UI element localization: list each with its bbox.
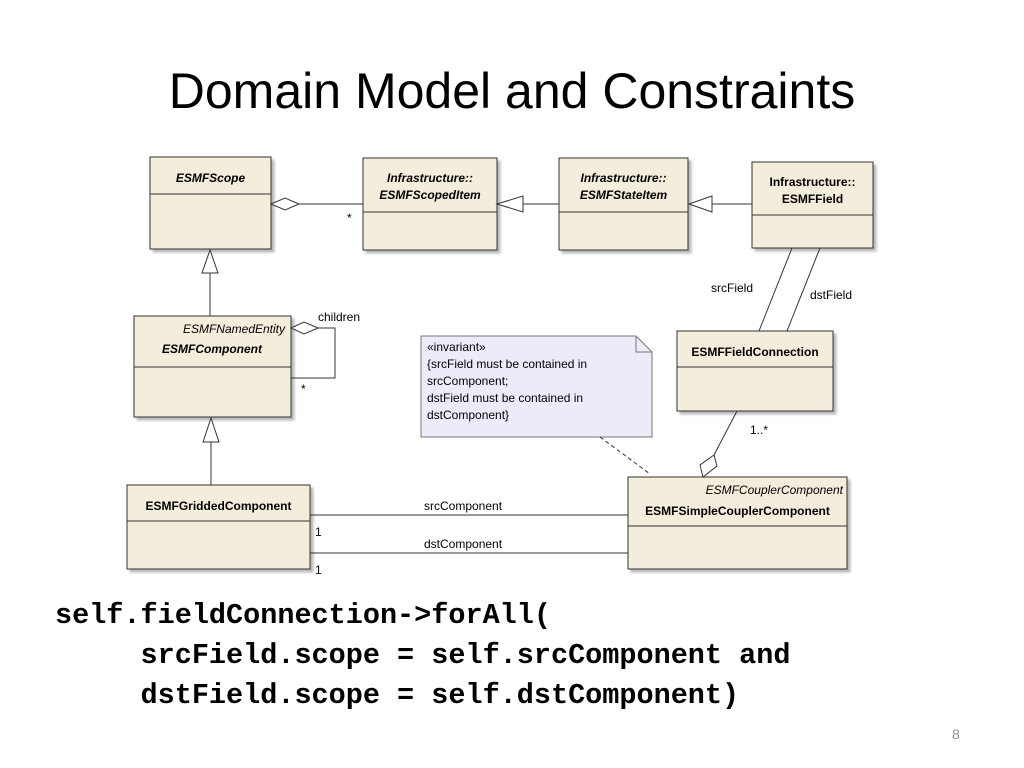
children-multiplicity: *	[301, 382, 306, 396]
aggregation-diamond-icon	[269, 197, 301, 211]
class-esmf-field-package: Infrastructure::	[769, 175, 855, 189]
class-esmf-state-item: Infrastructure:: ESMFStateItem	[558, 157, 689, 251]
class-esmf-field-connection: ESMFFieldConnection	[676, 330, 834, 412]
field-connection-multiplicity: 1..*	[750, 423, 768, 437]
children-label: children	[318, 310, 360, 324]
generalization-arrow-icon	[202, 416, 220, 443]
generalization-component	[201, 248, 219, 316]
note-line: srcComponent;	[427, 374, 508, 388]
dst-component-multiplicity: 1	[315, 563, 322, 577]
generalization-arrow-icon	[495, 195, 524, 213]
note-line: «invariant»	[427, 340, 486, 354]
invariant-note: «invariant» {srcField must be contained …	[420, 335, 653, 438]
scoped-item-multiplicity: *	[347, 211, 352, 225]
ocl-line: dstField.scope = self.dstComponent)	[55, 679, 740, 712]
uml-class-diagram: ESMFScope Infrastructure:: ESMFScopedIte…	[126, 156, 874, 577]
dst-component-association: dstComponent 1	[310, 537, 628, 577]
class-esmf-field-name: ESMFField	[782, 192, 843, 206]
class-esmf-component-name: ESMFComponent	[162, 342, 263, 356]
class-esmf-simple-coupler-component: ESMFCouplerComponent ESMFSimpleCouplerCo…	[627, 476, 848, 570]
dst-component-label: dstComponent	[424, 537, 503, 551]
generalization-arrow-icon	[687, 195, 713, 213]
class-esmf-scope: ESMFScope	[149, 156, 272, 250]
note-line: dstField must be contained in	[427, 391, 583, 405]
class-esmf-coupler-stereotype: ESMFCouplerComponent	[706, 483, 844, 497]
scope-aggregation: *	[269, 197, 363, 225]
composition-diamond-icon	[699, 454, 718, 478]
class-esmf-simple-coupler-name: ESMFSimpleCouplerComponent	[645, 504, 830, 518]
class-esmf-field: Infrastructure:: ESMFField	[751, 161, 874, 249]
ocl-line: srcField.scope = self.srcComponent and	[55, 639, 791, 672]
note-line: dstComponent}	[427, 408, 509, 422]
class-esmf-state-item-name: ESMFStateItem	[580, 188, 668, 202]
slide-title: Domain Model and Constraints	[168, 63, 856, 119]
aggregation-diamond-icon	[289, 321, 320, 335]
src-field-association: srcField	[711, 247, 793, 332]
generalization-field	[687, 195, 752, 213]
page-number: 8	[952, 726, 960, 742]
class-esmf-scoped-item: Infrastructure:: ESMFScopedItem	[362, 157, 498, 251]
note-line: {srcField must be contained in	[427, 357, 587, 371]
field-connection-composition: 1..*	[699, 410, 768, 478]
src-component-association: srcComponent 1	[310, 499, 628, 539]
src-component-multiplicity: 1	[315, 525, 322, 539]
ocl-line: self.fieldConnection->forAll(	[55, 599, 551, 632]
dst-field-label: dstField	[810, 288, 852, 302]
generalization-gridded-component	[202, 416, 220, 485]
src-component-label: srcComponent	[424, 499, 503, 513]
children-self-aggregation: children *	[289, 310, 360, 396]
class-esmf-state-item-package: Infrastructure::	[580, 171, 666, 185]
generalization-arrow-icon	[201, 248, 219, 274]
class-esmf-component: ESMFNamedEntity ESMFComponent	[133, 315, 292, 418]
generalization-state-item	[495, 195, 559, 213]
class-esmf-gridded-component: ESMFGriddedComponent	[126, 484, 311, 570]
dst-field-association: dstField	[786, 247, 852, 332]
src-field-label: srcField	[711, 281, 753, 295]
note-anchor-line	[599, 436, 651, 475]
class-esmf-gridded-component-name: ESMFGriddedComponent	[146, 499, 292, 513]
class-esmf-scoped-item-package: Infrastructure::	[387, 171, 473, 185]
class-esmf-field-connection-name: ESMFFieldConnection	[691, 345, 818, 359]
class-esmf-component-stereotype: ESMFNamedEntity	[183, 322, 286, 336]
class-esmf-scope-name: ESMFScope	[176, 171, 246, 185]
class-esmf-scoped-item-name: ESMFScopedItem	[379, 188, 481, 202]
ocl-constraint: self.fieldConnection->forAll( srcField.s…	[55, 596, 790, 716]
